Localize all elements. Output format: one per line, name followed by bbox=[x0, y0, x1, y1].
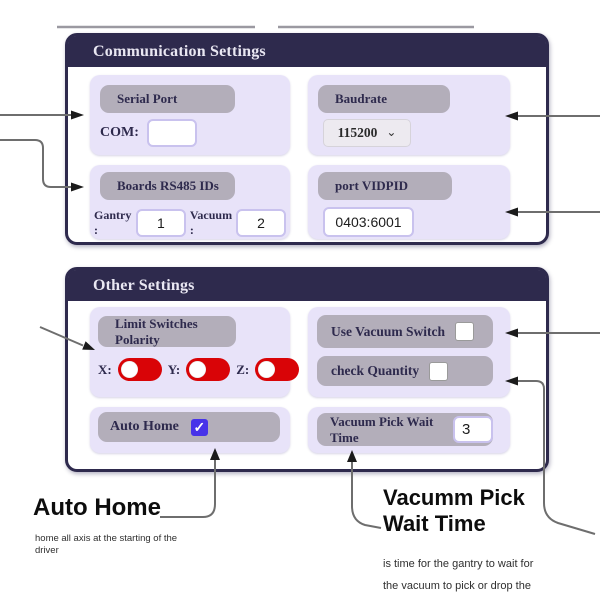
y-polarity-toggle[interactable] bbox=[186, 358, 231, 381]
auto-home-annotation-description: home all axis at the starting of the dri… bbox=[35, 533, 178, 556]
vacuum-id-input[interactable] bbox=[236, 209, 286, 237]
communication-settings-panel: Communication Settings Serial Port COM: … bbox=[65, 33, 549, 245]
auto-home-checkbox[interactable]: ✓ bbox=[190, 418, 208, 436]
port-vidpid-label: port VIDPID bbox=[318, 172, 452, 200]
other-settings-title: Other Settings bbox=[68, 270, 546, 301]
baudrate-select[interactable]: 115200 ⌄ bbox=[323, 119, 411, 147]
use-vacuum-switch-row: Use Vacuum Switch bbox=[317, 315, 493, 348]
limit-switches-card: Limit Switches Polarity X: Y: Z: bbox=[90, 307, 300, 397]
boards-rs485-card: Boards RS485 IDs Gantry : Vacuum : bbox=[90, 165, 290, 239]
wait-time-row: Vacuum Pick Wait Time bbox=[317, 413, 493, 446]
limit-switches-label: Limit Switches Polarity bbox=[98, 316, 236, 347]
serial-port-card: Serial Port COM: bbox=[90, 75, 290, 155]
check-quantity-label: check Quantity bbox=[331, 363, 420, 378]
auto-home-label: Auto Home bbox=[110, 419, 179, 434]
z-polarity-toggle[interactable] bbox=[255, 358, 300, 381]
auto-home-annotation-title: Auto Home bbox=[33, 494, 161, 521]
y-axis-label: Y: bbox=[167, 361, 181, 377]
chevron-down-icon: ⌄ bbox=[386, 124, 397, 139]
check-quantity-checkbox[interactable] bbox=[429, 361, 449, 381]
port-vidpid-card: port VIDPID bbox=[308, 165, 510, 239]
com-label: COM: bbox=[100, 125, 139, 140]
toggle-knob bbox=[189, 361, 207, 378]
wait-time-card: Vacuum Pick Wait Time bbox=[308, 407, 510, 453]
vacuum-pick-annotation-description-line2: the vacuum to pick or drop the bbox=[383, 580, 531, 592]
other-settings-panel: Other Settings Limit Switches Polarity X… bbox=[65, 267, 549, 472]
gantry-id-input[interactable] bbox=[135, 209, 186, 237]
boards-rs485-label: Boards RS485 IDs bbox=[100, 172, 235, 200]
vacuum-pick-annotation-title: Vacumm Pick Wait Time bbox=[383, 485, 525, 537]
baudrate-selected-value: 115200 bbox=[337, 125, 378, 140]
baudrate-card: Baudrate 115200 ⌄ bbox=[308, 75, 510, 155]
auto-home-row: Auto Home ✓ bbox=[98, 412, 280, 442]
auto-home-card: Auto Home ✓ bbox=[90, 407, 290, 453]
axis-toggle-row: X: Y: Z: bbox=[98, 358, 300, 381]
toggle-knob bbox=[258, 361, 276, 378]
wait-time-input[interactable] bbox=[453, 416, 493, 443]
wait-time-label: Vacuum Pick Wait Time bbox=[330, 413, 434, 445]
serial-port-label: Serial Port bbox=[100, 85, 235, 113]
z-axis-label: Z: bbox=[236, 361, 250, 377]
communication-settings-title: Communication Settings bbox=[68, 36, 546, 67]
toggle-knob bbox=[120, 361, 138, 378]
x-polarity-toggle[interactable] bbox=[117, 358, 162, 381]
gantry-label: Gantry : bbox=[94, 208, 132, 237]
baudrate-label: Baudrate bbox=[318, 85, 450, 113]
x-axis-label: X: bbox=[98, 361, 112, 377]
com-input[interactable] bbox=[146, 119, 197, 147]
vidpid-input[interactable] bbox=[323, 207, 414, 237]
use-vacuum-switch-checkbox[interactable] bbox=[455, 322, 475, 341]
vacuum-label: Vacuum : bbox=[189, 208, 233, 237]
vacuum-switch-card: Use Vacuum Switch check Quantity bbox=[308, 307, 510, 397]
check-quantity-row: check Quantity bbox=[317, 356, 493, 386]
vacuum-pick-annotation-description-line1: is time for the gantry to wait for bbox=[383, 558, 534, 570]
use-vacuum-switch-label: Use Vacuum Switch bbox=[331, 323, 446, 339]
